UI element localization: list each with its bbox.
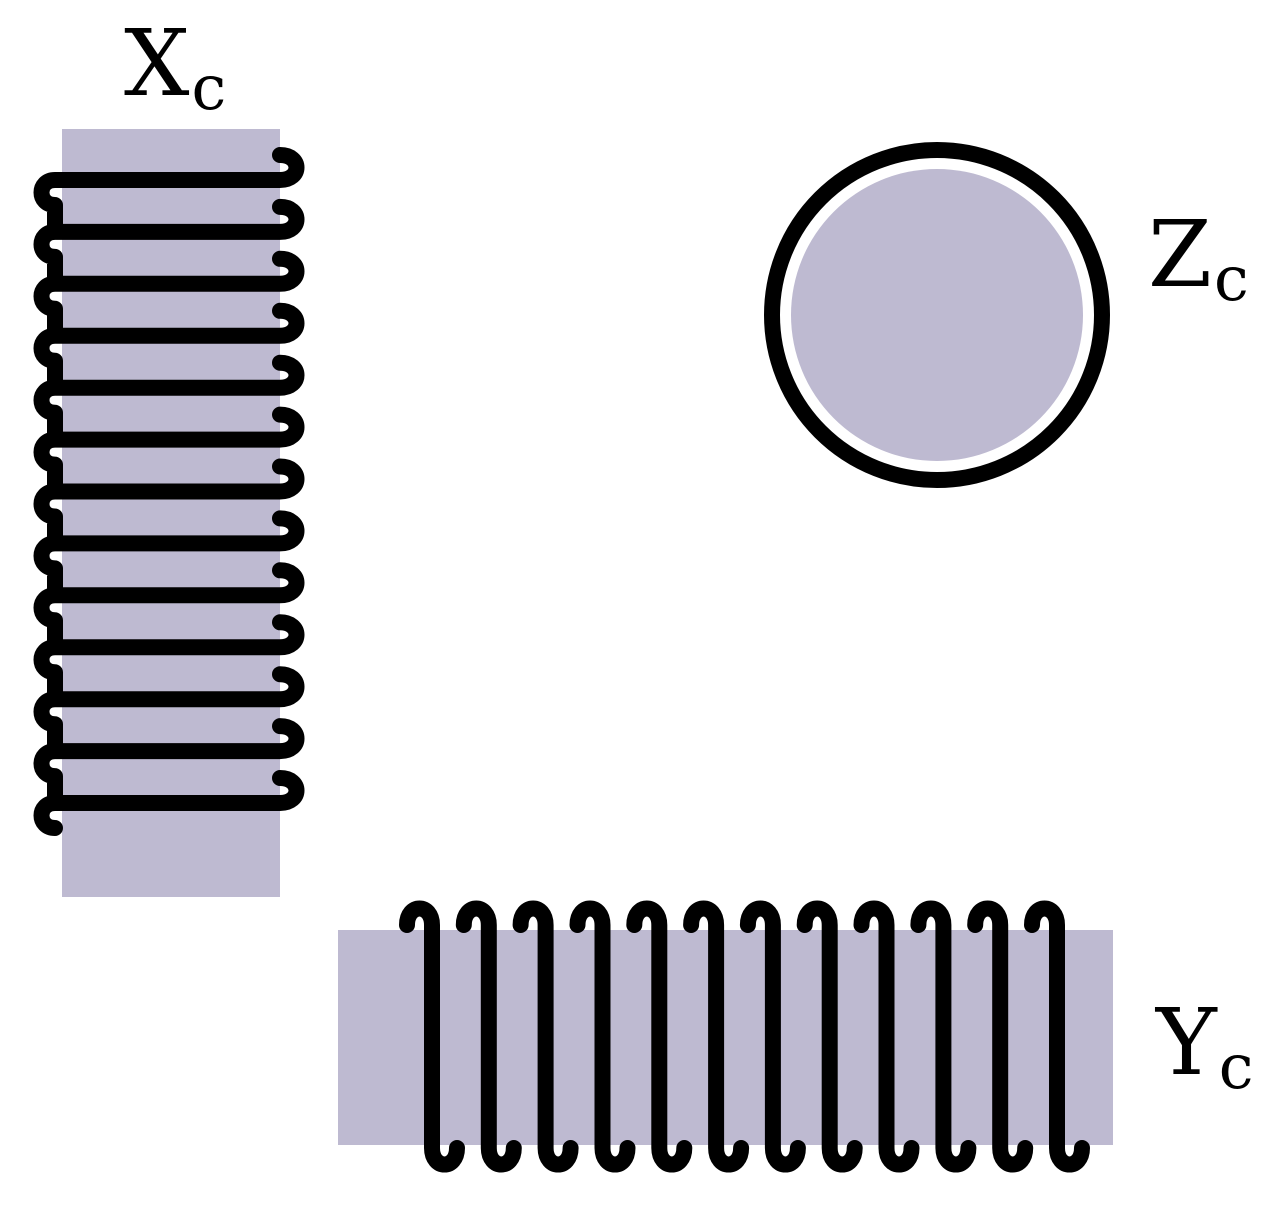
x-coil — [33, 129, 305, 897]
z-label-sub: c — [1214, 242, 1249, 315]
x-label-sub: c — [192, 51, 227, 124]
y-label-sub: c — [1219, 1030, 1254, 1103]
x-coil-winding — [33, 147, 305, 836]
z-coil — [764, 142, 1110, 488]
y-label-main: Y — [1154, 989, 1218, 1096]
y-coil-winding — [399, 900, 1090, 1173]
y-coil-label: Yc — [1154, 989, 1253, 1103]
z-coil-core — [791, 169, 1083, 461]
y-coil — [338, 900, 1113, 1173]
z-coil-winding — [764, 142, 1110, 488]
x-coil-label: Xc — [124, 10, 226, 124]
z-coil-label: Zc — [1148, 201, 1249, 315]
y-coil-core — [338, 930, 1113, 1145]
x-label-main: X — [124, 10, 190, 117]
z-label-main: Z — [1148, 201, 1212, 308]
x-coil-core — [62, 129, 280, 897]
